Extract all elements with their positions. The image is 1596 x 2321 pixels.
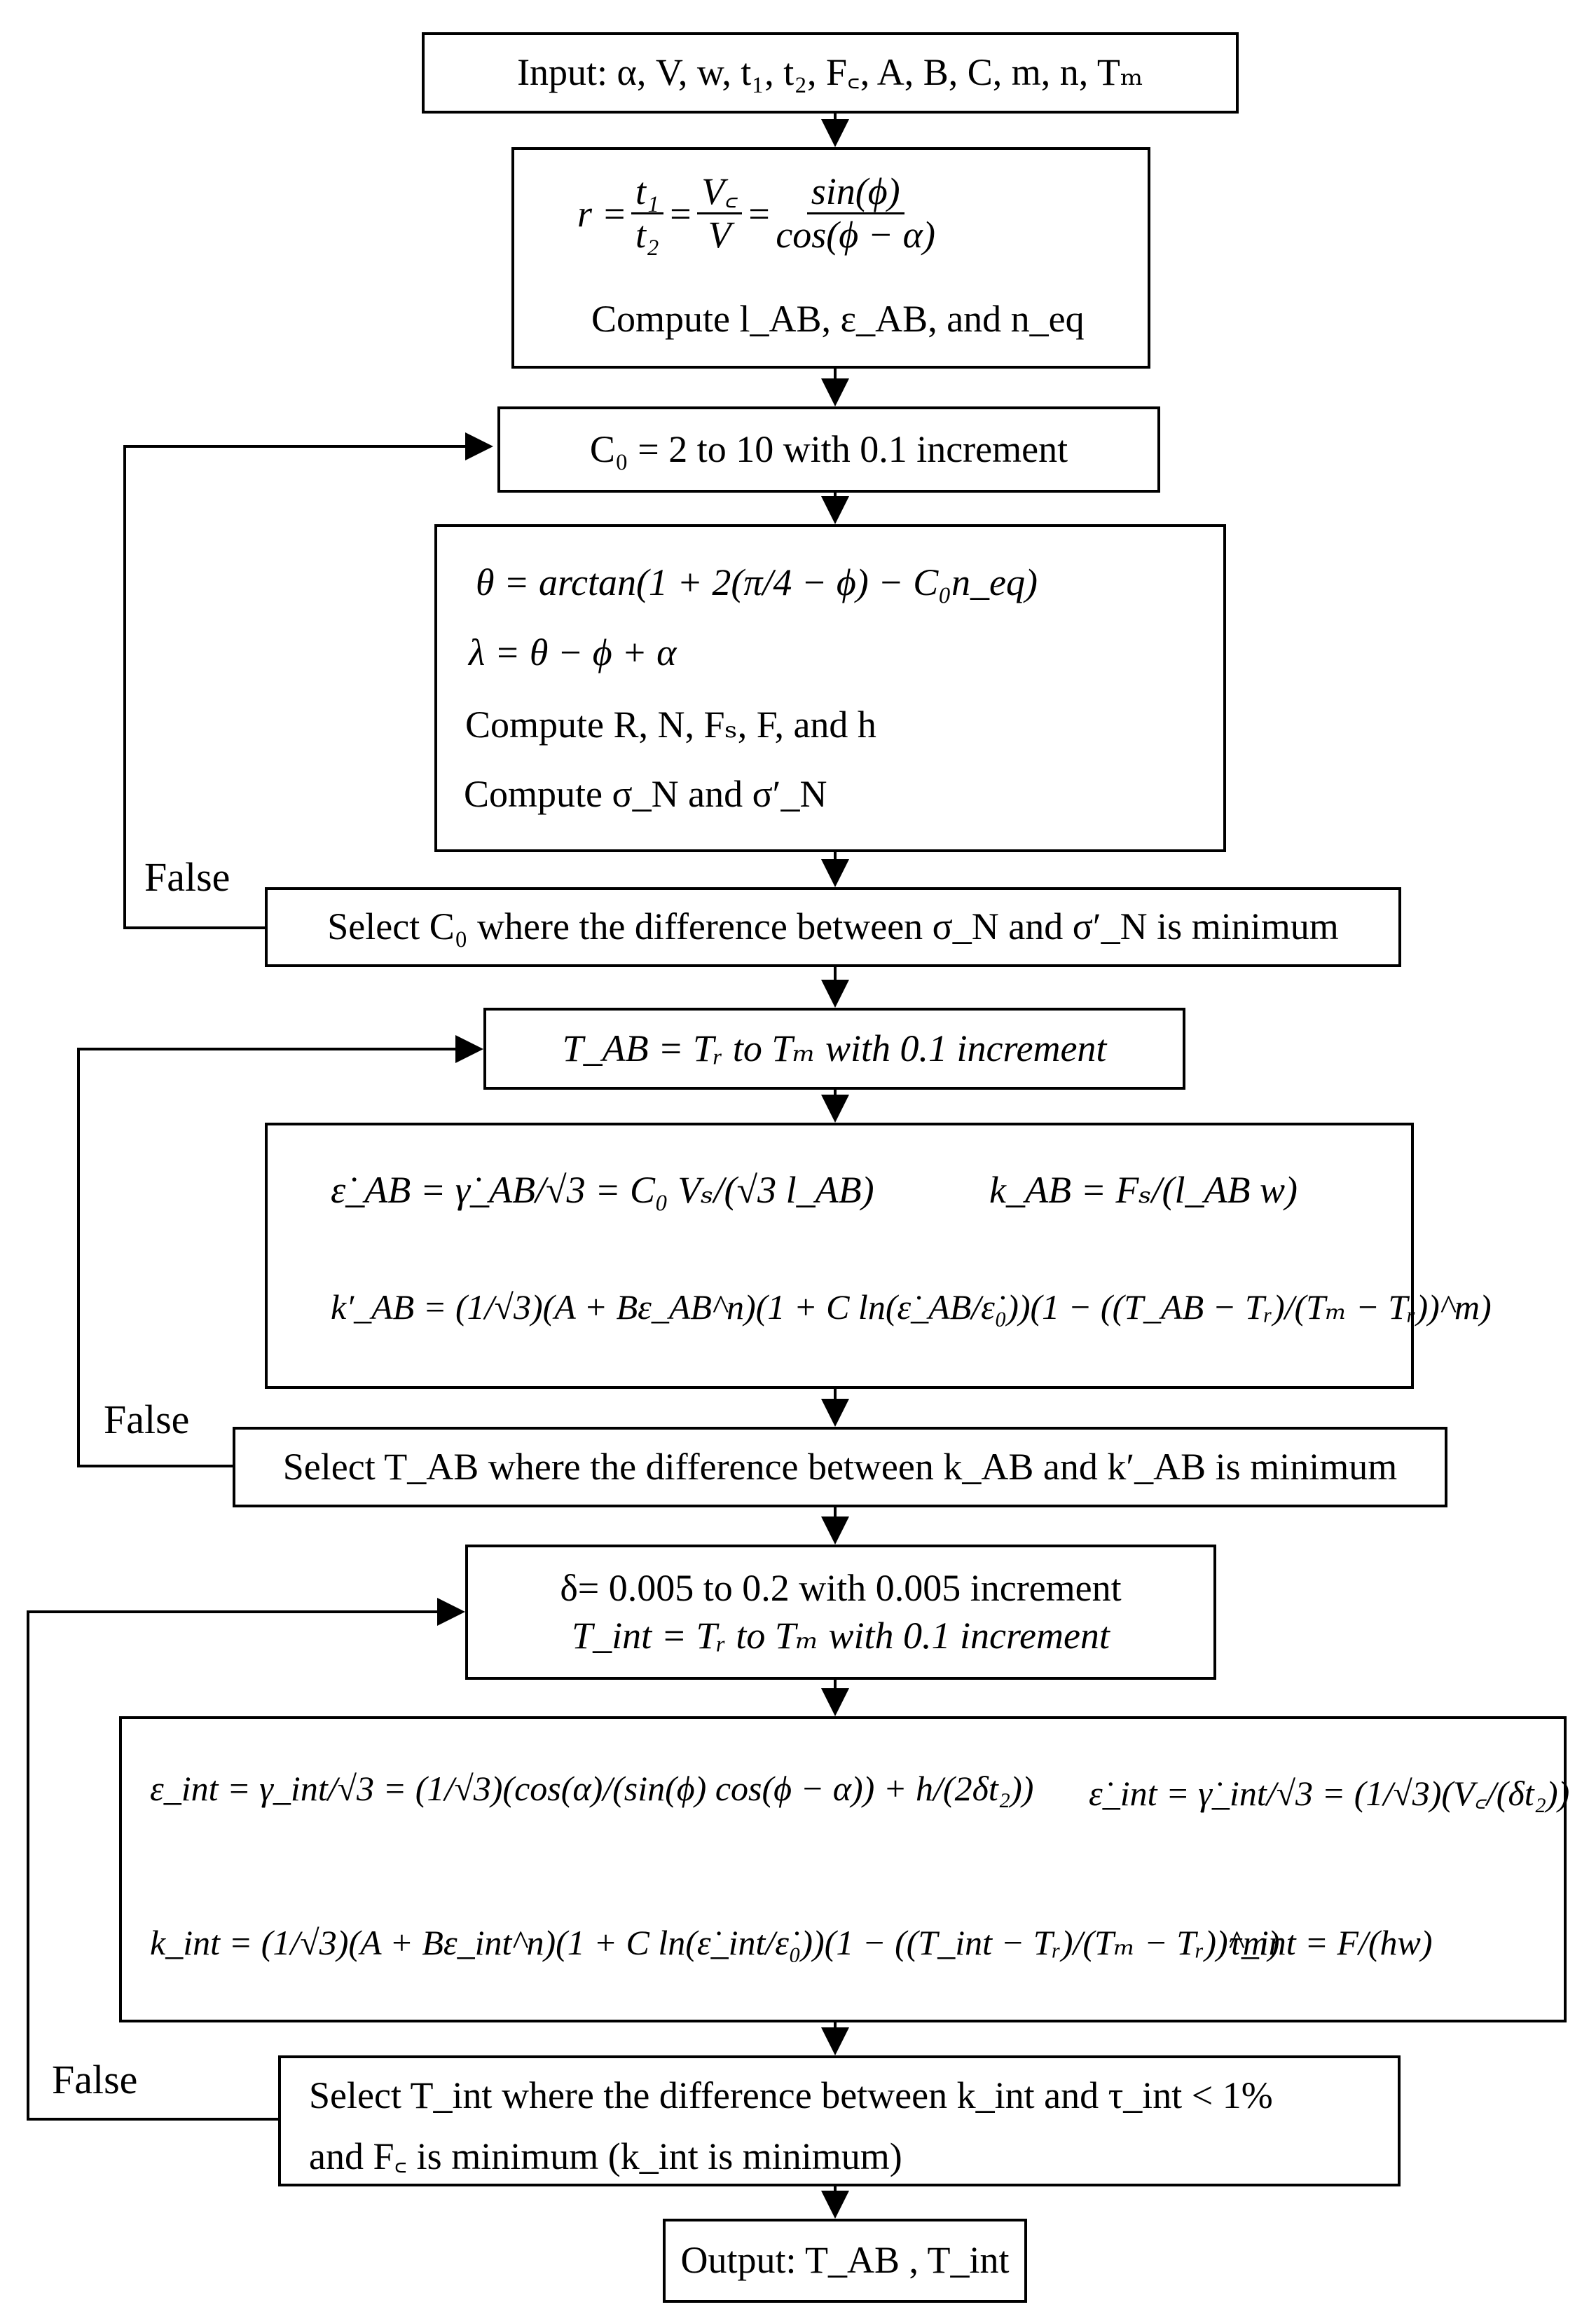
- false-label-2: False: [104, 1397, 190, 1442]
- select-tint-line-1: Select T_int where the difference betwee…: [309, 2074, 1273, 2116]
- ratio-f3-den: cos(ϕ − α): [776, 214, 936, 256]
- delta-loop-text: δ= 0.005 to 0.2 with 0.005 increment: [560, 1567, 1122, 1609]
- input-text: Input: α, V, w, t₁, t₂, F꜀, A, B, C, m, …: [517, 51, 1143, 94]
- theta-box: θ = arctan(1 + 2(π/4 − ϕ) − C₀n_eq) λ = …: [434, 524, 1226, 852]
- false-label-3: False: [52, 2057, 138, 2102]
- select-c0-text: Select C₀ where the difference between σ…: [327, 905, 1339, 948]
- compute-sigma-text: Compute σ_N and σ′_N: [464, 773, 827, 815]
- lambda-equation: λ = θ − ϕ + α: [469, 631, 677, 673]
- compute-rnf-text: Compute R, N, Fₛ, F, and h: [465, 704, 876, 746]
- ratio-f2-den: V: [708, 214, 731, 256]
- output-text: Output: T_AB , T_int: [680, 2239, 1010, 2282]
- c0-loop-box: C₀ = 2 to 10 with 0.1 increment: [497, 406, 1160, 493]
- tab-loop-box: T_AB = Tᵣ to Tₘ with 0.1 increment: [483, 1008, 1185, 1090]
- ratio-f1-num: t₁: [631, 170, 663, 215]
- ratio-fraction-1: t₁ t₂: [631, 170, 663, 256]
- loop-false-tint: [27, 1598, 465, 2121]
- ratio-f3-num: sin(ϕ): [806, 170, 904, 215]
- compute-lab-text: Compute l_AB, ε_AB, and n_eq: [591, 298, 1085, 340]
- select-c0-box: Select C₀ where the difference between σ…: [265, 887, 1401, 967]
- eps-int-equation: ε_int = γ_int/√3 = (1/√3)(cos(α)/(sin(ϕ)…: [150, 1769, 1034, 1808]
- k-ab-prime-equation: k′_AB = (1/√3)(A + Bε_AB^n)(1 + C ln(ε̇_…: [331, 1287, 1492, 1327]
- ratio-box: r = t₁ t₂ = V꜀ V = sin(ϕ) cos(ϕ − α) Com…: [511, 147, 1150, 369]
- ratio-f1-den: t₂: [635, 214, 659, 256]
- ratio-fraction-2: V꜀ V: [697, 170, 742, 256]
- loop-false-tab: [77, 1035, 483, 1467]
- c0-loop-text: C₀ = 2 to 10 with 0.1 increment: [589, 427, 1068, 470]
- ratio-f2-num: V꜀: [697, 170, 742, 215]
- ratio-fraction-3: sin(ϕ) cos(ϕ − α): [776, 170, 936, 256]
- select-tab-text: Select T_AB where the difference between…: [282, 1445, 1398, 1488]
- k-int-equation: k_int = (1/√3)(A + Bε_int^n)(1 + C ln(ε̇…: [150, 1923, 1280, 1962]
- tint-loop-text: T_int = Tᵣ to Tₘ with 0.1 increment: [572, 1614, 1110, 1657]
- tau-int-equation: τ_int = F/(hw): [1229, 1923, 1433, 1962]
- ratio-equation: r = t₁ t₂ = V꜀ V = sin(ϕ) cos(ϕ − α): [577, 170, 936, 256]
- false-label-1: False: [144, 854, 231, 900]
- loop-false-c0: [123, 432, 493, 929]
- theta-equation: θ = arctan(1 + 2(π/4 − ϕ) − C₀n_eq): [476, 561, 1038, 603]
- ratio-lhs: r =: [577, 192, 627, 235]
- select-tab-box: Select T_AB where the difference between…: [233, 1427, 1447, 1507]
- kab-box: ε̇_AB = γ̇_AB/√3 = C₀ Vₛ/(√3 l_AB) k_AB …: [265, 1123, 1492, 1389]
- input-box: Input: α, V, w, t₁, t₂, F꜀, A, B, C, m, …: [422, 32, 1239, 114]
- k-ab-equation: k_AB = Fₛ/(l_AB w): [989, 1169, 1298, 1211]
- delta-loop-box: δ= 0.005 to 0.2 with 0.005 increment T_i…: [465, 1545, 1216, 1680]
- select-tint-box: Select T_int where the difference betwee…: [278, 2055, 1401, 2186]
- select-tint-line-2: and F꜀ is minimum (k_int is minimum): [309, 2135, 902, 2177]
- output-box: Output: T_AB , T_int: [663, 2219, 1027, 2303]
- eps-int-box: ε_int = γ_int/√3 = (1/√3)(cos(α)/(sin(ϕ)…: [119, 1716, 1570, 2022]
- eps-ab-equation: ε̇_AB = γ̇_AB/√3 = C₀ Vₛ/(√3 l_AB): [331, 1169, 874, 1211]
- tab-loop-text: T_AB = Tᵣ to Tₘ with 0.1 increment: [562, 1027, 1107, 1069]
- eps-int-dot-equation: ε̇_int = γ̇_int/√3 = (1/√3)(V꜀/(δt₂)): [1089, 1774, 1570, 1813]
